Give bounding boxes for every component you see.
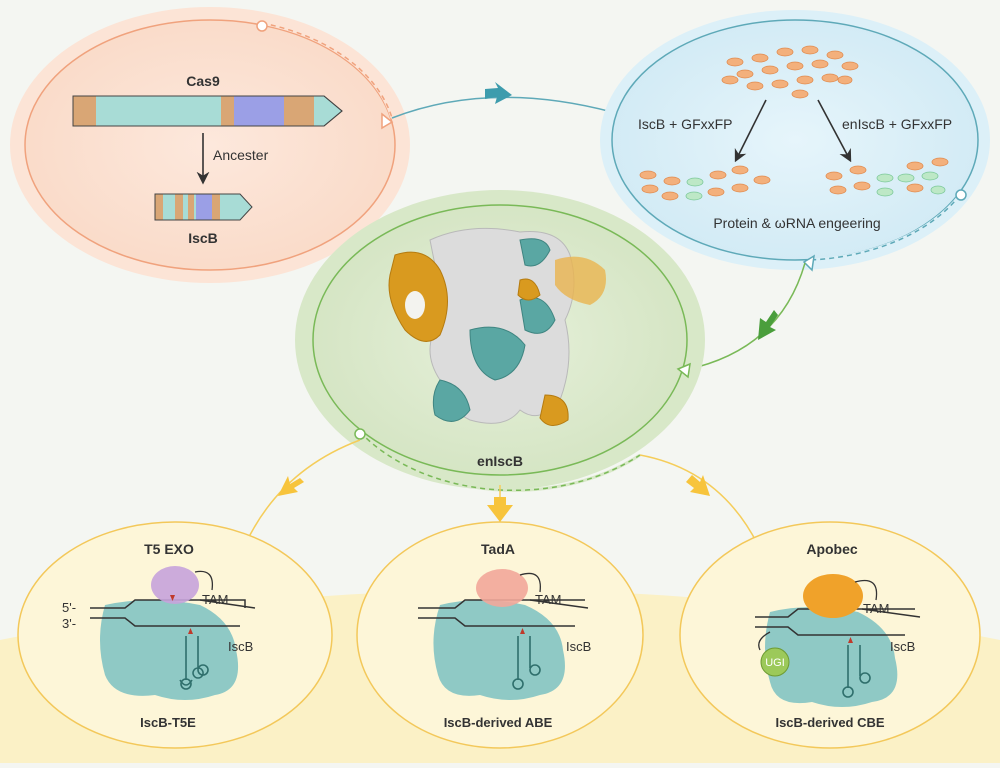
panel-t5e-five-prime: 5'- bbox=[62, 600, 76, 615]
iscb-gfxxfp-label: IscB + GFxxFP bbox=[638, 116, 733, 132]
panel-cbe-guide-rna bbox=[847, 645, 861, 688]
panel-cbe-name: IscB-derived CBE bbox=[775, 715, 884, 730]
panel-t5e-rna-loop-right bbox=[197, 664, 209, 676]
panel-t5e-dna bbox=[90, 599, 256, 627]
panel-abe-title: TadA bbox=[481, 541, 515, 557]
panel-t5e-effector bbox=[151, 566, 199, 604]
panel-abe: TadA TAM IscB IscB-derived ABE bbox=[356, 521, 644, 749]
branch-arrow-left bbox=[734, 99, 767, 163]
orange-to-blue-connector bbox=[391, 96, 613, 119]
orange-triangle-marker bbox=[381, 112, 394, 130]
panel-cbe-rna-loop-right bbox=[859, 672, 871, 684]
panel-cbe-cut-mark bbox=[848, 637, 853, 643]
panel-t5e-name: IscB-T5E bbox=[140, 715, 196, 730]
branch-arrow-right bbox=[817, 99, 852, 163]
panel-t5e-title: T5 EXO bbox=[144, 541, 194, 557]
panel-t5e: T5 EXO 5'- 3'- TAM IscB IscB-T5E bbox=[17, 521, 333, 749]
cas9-label: Cas9 bbox=[186, 73, 220, 89]
ancestry-arrow-label: Ancester bbox=[213, 147, 269, 163]
panel-t5e-cut-mark-top bbox=[170, 595, 175, 601]
panel-abe-rna-loop-left bbox=[512, 678, 524, 690]
blue-triangle-marker bbox=[802, 254, 815, 272]
panel-cbe: Apobec UGI TAM IscB IscB-derived CBE bbox=[679, 521, 981, 749]
panel-t5e-cut-mark-bottom bbox=[188, 628, 193, 634]
green-circle-marker bbox=[354, 428, 366, 440]
orange-circle-marker bbox=[256, 20, 268, 32]
panel-abe-effector bbox=[476, 569, 528, 607]
panel-abe-linker bbox=[519, 572, 541, 593]
panel-abe-dna bbox=[418, 599, 589, 627]
cell-cluster-top bbox=[721, 45, 859, 99]
panel-cbe-linker bbox=[854, 579, 878, 601]
panel-t5e-three-prime: 3'- bbox=[62, 616, 76, 631]
eniscb-gfxxfp-label: enIscB + GFxxFP bbox=[842, 116, 952, 132]
iscb-gene-label: IscB bbox=[188, 230, 218, 246]
panel-cbe-iscb: IscB bbox=[890, 639, 915, 654]
green-triangle-marker bbox=[676, 362, 691, 379]
blue-circle-marker bbox=[955, 189, 967, 201]
panel-abe-guide-rna bbox=[517, 636, 531, 680]
panel-cbe-ugi-label: UGI bbox=[765, 657, 785, 669]
cell-cluster-left bbox=[639, 165, 771, 201]
panel-cbe-title: Apobec bbox=[806, 541, 858, 557]
yellow-flow-arrow-right bbox=[686, 475, 710, 496]
engineering-caption: Protein & ωRNA engeering bbox=[713, 215, 880, 231]
panel-abe-rna-loop-right bbox=[529, 664, 541, 676]
eniscb-region: enIscB bbox=[295, 190, 705, 492]
panel-cbe-iscb-shape bbox=[765, 607, 898, 707]
panel-t5e-rna-loop-left bbox=[180, 678, 192, 690]
cas9-gene-bar bbox=[72, 95, 343, 127]
cas9-ancestry-region: Cas9 Ancester IscB bbox=[10, 7, 410, 283]
iscb-gene-bar bbox=[154, 193, 253, 221]
yellow-flow-arrow-center bbox=[487, 497, 513, 522]
panel-cbe-effector bbox=[803, 574, 863, 618]
cell-cluster-right bbox=[825, 157, 949, 197]
eniscb-protein-structure bbox=[388, 227, 606, 426]
panel-t5e-tam: TAM bbox=[202, 592, 228, 607]
panel-cbe-ugi bbox=[760, 647, 790, 677]
panel-t5e-linker bbox=[194, 570, 214, 591]
panel-abe-cut-mark bbox=[520, 628, 525, 634]
green-flow-arrow bbox=[758, 310, 778, 340]
panel-abe-iscb: IscB bbox=[566, 639, 591, 654]
panel-abe-tam: TAM bbox=[535, 592, 561, 607]
panel-abe-name: IscB-derived ABE bbox=[444, 715, 553, 730]
panel-cbe-tam: TAM bbox=[863, 601, 889, 616]
panel-cbe-rna-loop-left bbox=[842, 686, 854, 698]
yellow-flow-arrow-left bbox=[278, 476, 304, 496]
panel-t5e-guide-rna bbox=[179, 636, 204, 686]
eniscb-label: enIscB bbox=[477, 453, 523, 469]
blue-flow-arrow bbox=[485, 82, 512, 104]
panel-cbe-ugi-linker bbox=[758, 631, 771, 651]
engineering-region: IscB + GFxxFP enIscB + GFxxFP bbox=[600, 10, 990, 272]
panel-t5e-iscb: IscB bbox=[228, 639, 253, 654]
